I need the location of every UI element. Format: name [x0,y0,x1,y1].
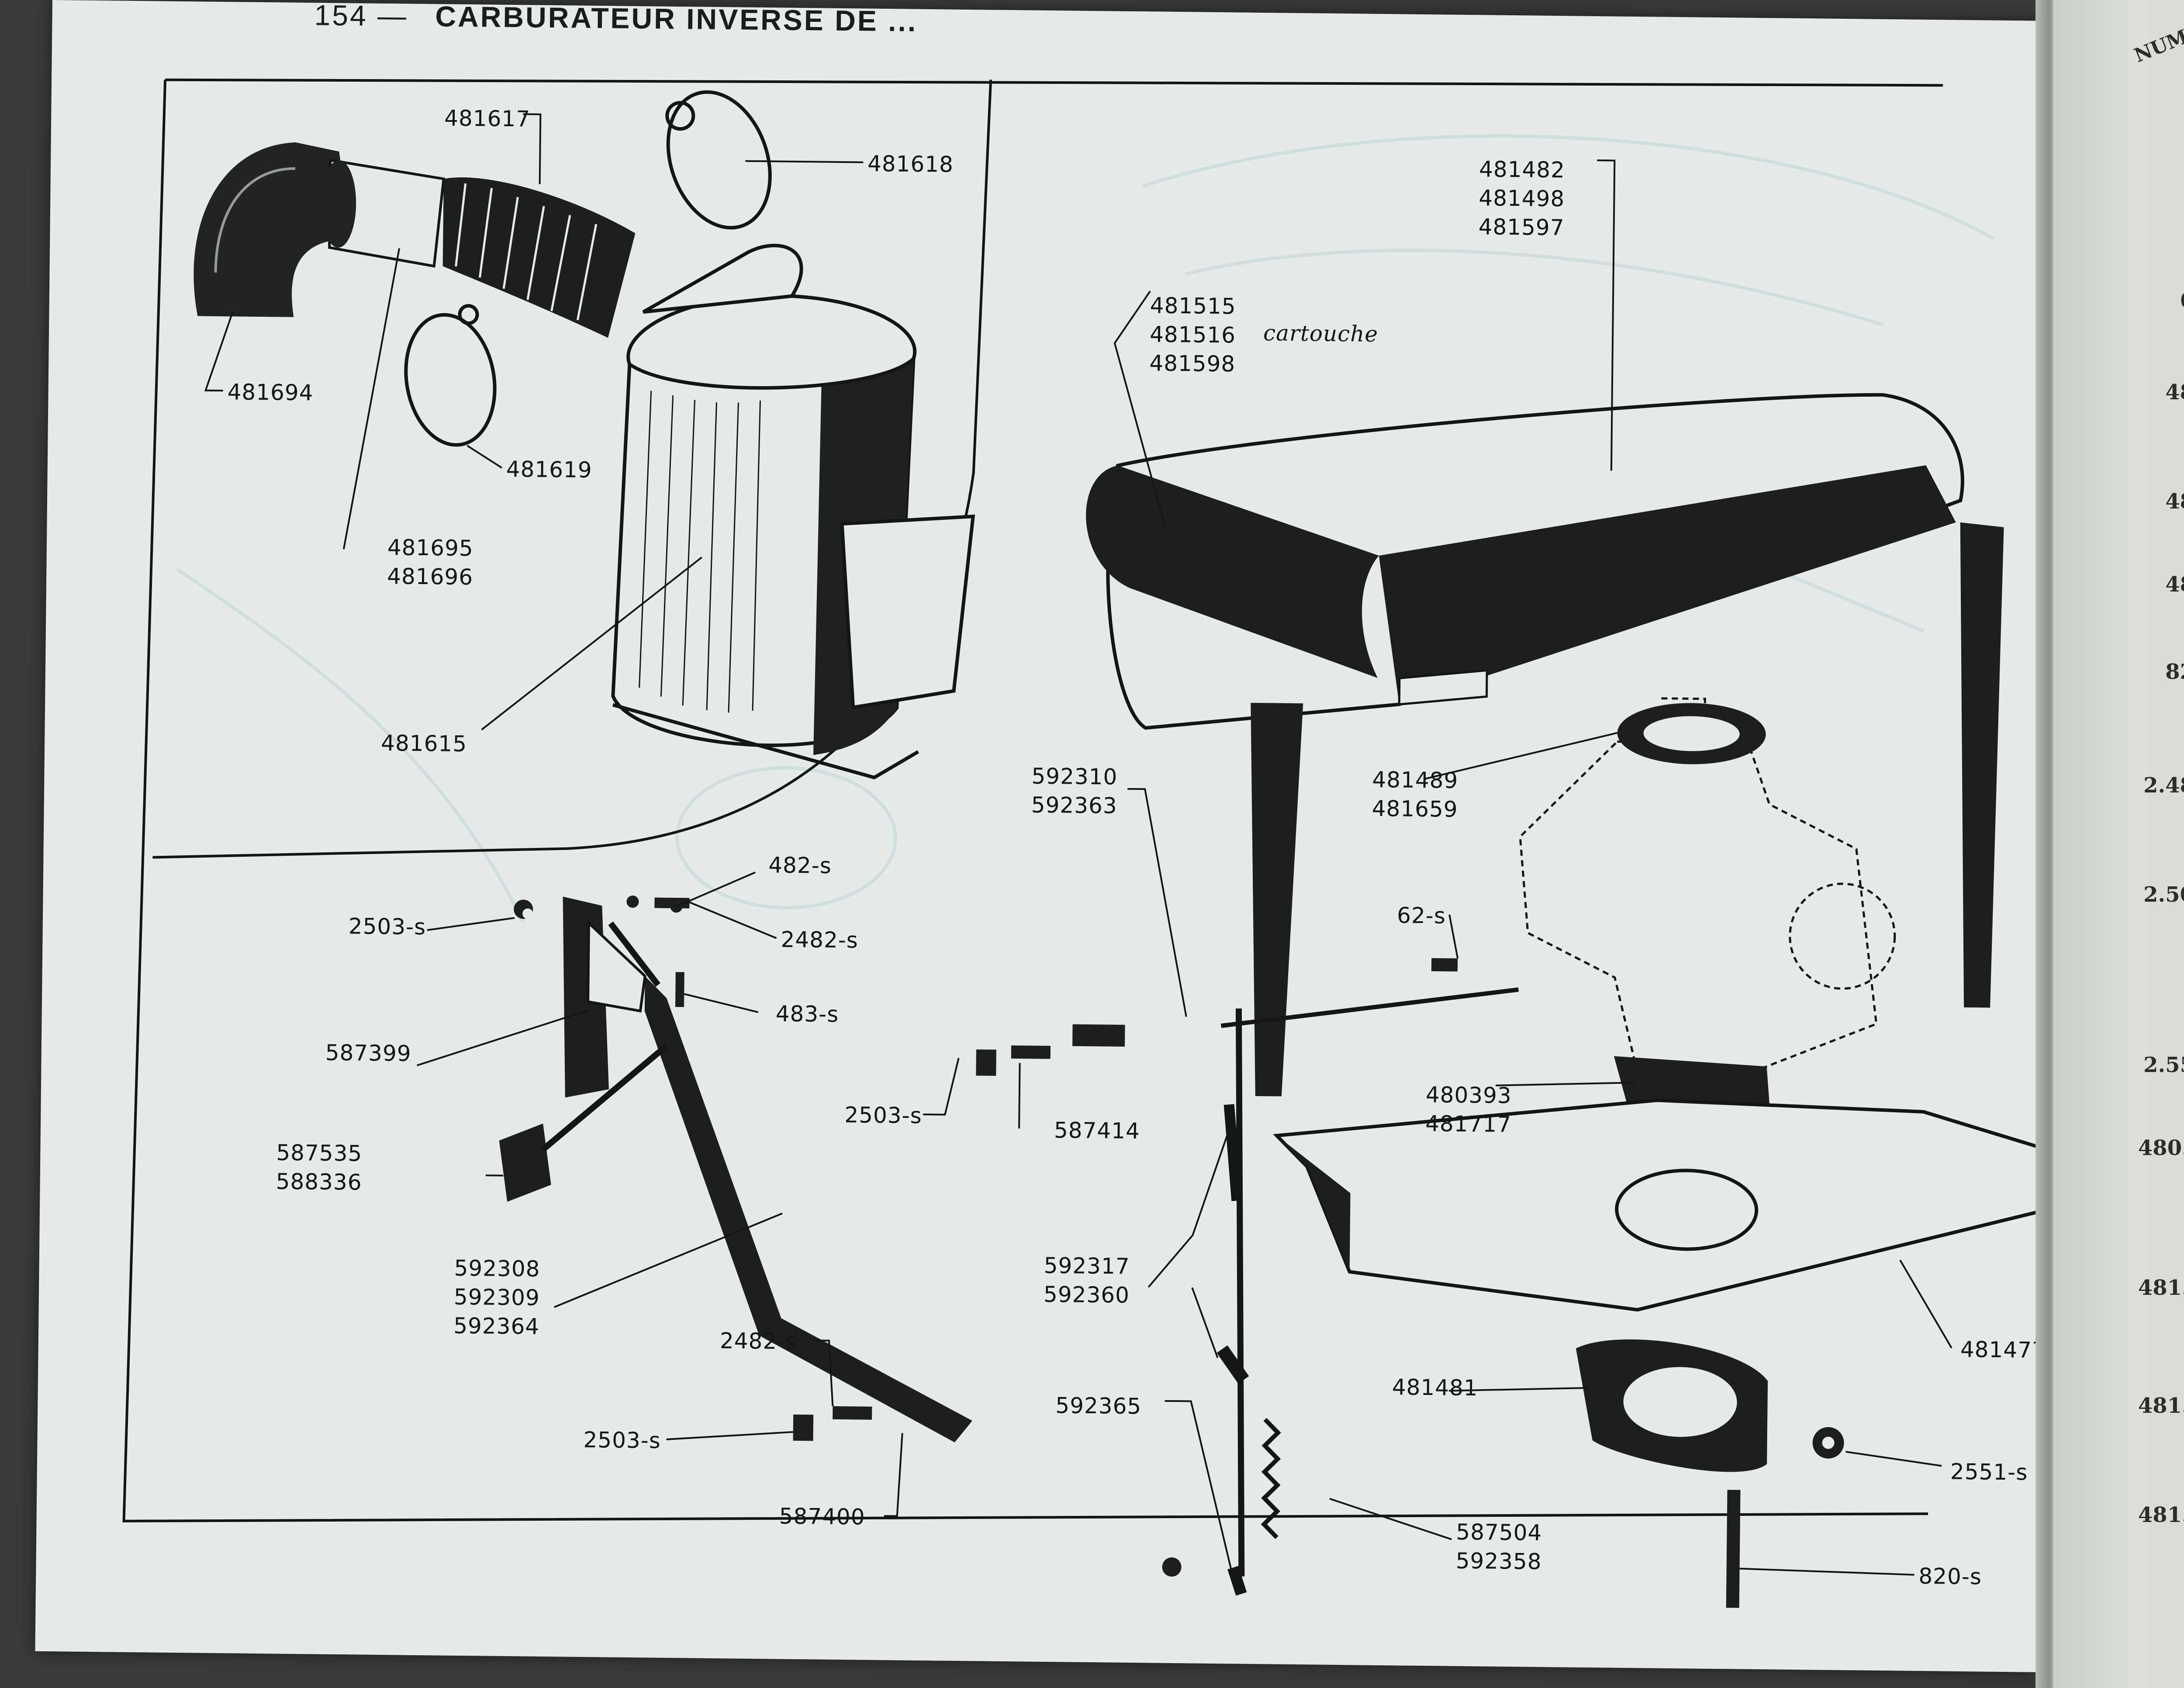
label-592317-group: 592317 592360 [1043,1252,1130,1308]
label-481489-group: 481489 481659 [1372,767,1458,822]
corrugated-sleeve [442,177,636,338]
index-820-s: 820-S [2165,660,2184,684]
catalog-page: 154 — CARBURATEUR INVERSE DE ... [35,0,2098,1672]
index-2482-s: 2.482-S [2143,773,2184,798]
stud-and-nut [1726,1427,1844,1608]
index-481477: 481.477 [2138,1276,2184,1300]
label-592310-group: 592310 592363 [1031,763,1118,819]
label-481615: 481615 [380,730,467,757]
parts-diagram [122,78,2062,1608]
index-482-s: 482-S [2165,489,2184,514]
label-480393-group: 480393 481717 [1425,1082,1512,1138]
index-483-s: 483-S [2165,572,2184,597]
gasket [1576,1339,1768,1472]
label-592365: 592365 [1055,1393,1142,1419]
label-481618: 481618 [867,151,954,177]
label-2551-s: 2551-s [1950,1459,2028,1485]
label-587414: 587414 [1054,1117,1140,1144]
base-plate [1273,1098,2062,1312]
label-2503-s-b: 2503-s [583,1427,661,1453]
label-587535-group: 587535 588336 [276,1140,363,1195]
label-483-s: 483-s [775,1001,839,1027]
label-2482-s-b: 2482-s [719,1328,798,1355]
label-482-s: 482-s [768,852,832,879]
cartridge-filter [1086,393,2004,1097]
pedal-linkage [499,896,973,1442]
spring [1261,1418,1281,1539]
label-2503-s-a: 2503-s [348,913,426,940]
index-481482: 481.482 [2138,1503,2184,1527]
air-filter-housing [611,244,975,780]
label-481482-group: 481482 481498 481597 [1478,156,1565,241]
label-587400: 587400 [779,1503,865,1530]
facing-page: 62-S 481-S 482-S 483-S 820-S 2.482-S 2.5… [2053,0,2184,1688]
index-62-s: 62-S [2180,288,2184,313]
elbow-hose [194,142,352,317]
index-2551-s: 2.551-S [2143,1053,2184,1077]
label-62-s: 62-s [1396,903,1446,929]
small-hardware [522,908,2062,1441]
label-820-s: 820-s [1918,1563,1982,1590]
label-481481: 481481 [1392,1374,1479,1401]
label-cartouche: cartouche [1263,320,1379,347]
index-480393: 480.393 [2138,1136,2184,1160]
hose-clamps [404,90,772,447]
label-587399: 587399 [325,1040,411,1066]
label-481477: 481477 [1960,1336,2047,1363]
index-481481: 481.481 [2138,1394,2184,1418]
index-2503-s: 2.503-S [2143,882,2184,907]
index-481-s: 481-S [2165,380,2184,405]
label-481695-481696: 481695 481696 [387,535,474,590]
carburettor-flange [1614,703,1771,1119]
label-592308-group: 592308 592309 592364 [453,1255,540,1339]
label-587504-group: 587504 592358 [1455,1519,1542,1574]
leader-lines [204,113,1952,1577]
label-2503-s-c: 2503-s [844,1102,923,1128]
label-481694: 481694 [227,379,314,406]
label-481617: 481617 [444,105,531,132]
link-rod [1162,987,1519,1596]
label-481515-group: 481515 481516 481598 [1149,293,1236,377]
pipe-segment [321,159,446,268]
label-481619: 481619 [506,456,592,483]
label-2482-s-a: 2482-s [781,927,859,953]
